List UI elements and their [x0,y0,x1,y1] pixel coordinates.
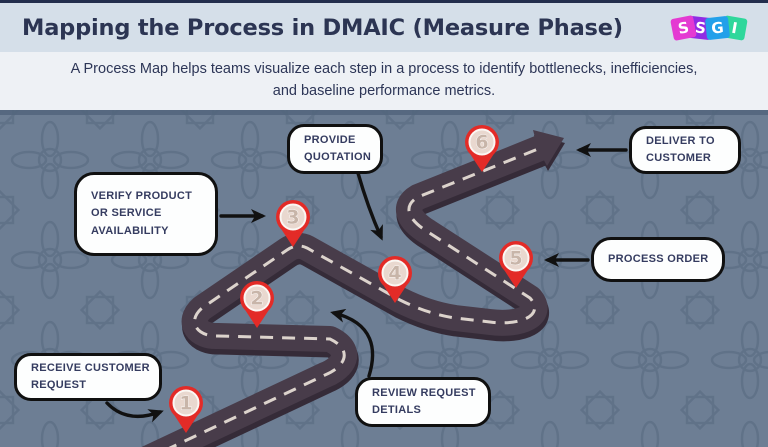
callout-line: RECEIVE CUSTOMER [31,361,150,374]
callout-verify-product-availability: VERIFY PRODUCT OR SERVICE AVAILABILITY [74,172,218,256]
callout-line: PROCESS ORDER [608,252,709,265]
callout-deliver-to-customer: DELIVER TO CUSTOMER [629,126,741,174]
page-title: Mapping the Process in DMAIC (Measure Ph… [22,14,623,41]
callout-line: OR SERVICE [91,207,162,220]
road [141,130,565,447]
callout-line: REQUEST [31,379,87,391]
callout-line: VERIFY PRODUCT [91,190,193,203]
callout-provide-quotation: PROVIDE QUOTATION [287,124,383,174]
arrow-receive [105,401,164,423]
callout-line: PROVIDE [304,133,356,146]
callout-line: AVAILABILITY [91,224,169,237]
process-map: 1 2 3 4 [0,110,768,447]
callout-arrows [105,143,628,423]
map-top-shade [0,110,768,115]
subtitle-band: A Process Map helps teams visualize each… [0,52,768,110]
map-pin-4: 4 [378,256,412,303]
map-pin-2: 2 [240,281,274,328]
logo-square-magenta: S [670,14,697,41]
pin-number-3: 3 [286,207,299,229]
top-border [0,0,768,3]
callout-review-request-details: REVIEW REQUEST DETIALS [355,377,491,427]
ssgi-logo: S S G I [670,9,748,47]
arrow-provide [356,171,383,241]
arrow-review [330,308,375,378]
map-pin-5: 5 [499,241,533,288]
map-pin-6: 6 [465,125,499,172]
callout-process-order: PROCESS ORDER [591,237,725,282]
pin-number-5: 5 [509,248,522,270]
map-pin-1: 1 [169,386,203,433]
callout-line: REVIEW REQUEST [372,386,476,399]
road-center-dashes [168,147,539,447]
callout-line: DELIVER TO [646,134,715,147]
logo-square-blue: G [704,15,731,40]
map-pin-3: 3 [276,200,310,247]
callout-line: DETIALS [372,404,422,416]
pin-number-1: 1 [179,393,192,415]
pin-number-6: 6 [475,132,488,154]
callout-receive-customer-request: RECEIVE CUSTOMER REQUEST [14,353,162,401]
callout-line: QUOTATION [304,151,372,163]
callout-line: CUSTOMER [646,152,712,164]
road-arrowhead [533,130,564,166]
pin-number-2: 2 [250,288,263,310]
subtitle-text: A Process Map helps teams visualize each… [70,61,698,99]
map-pins: 1 2 3 4 [169,125,533,433]
pin-number-4: 4 [388,263,401,285]
header-bar: Mapping the Process in DMAIC (Measure Ph… [0,3,768,52]
